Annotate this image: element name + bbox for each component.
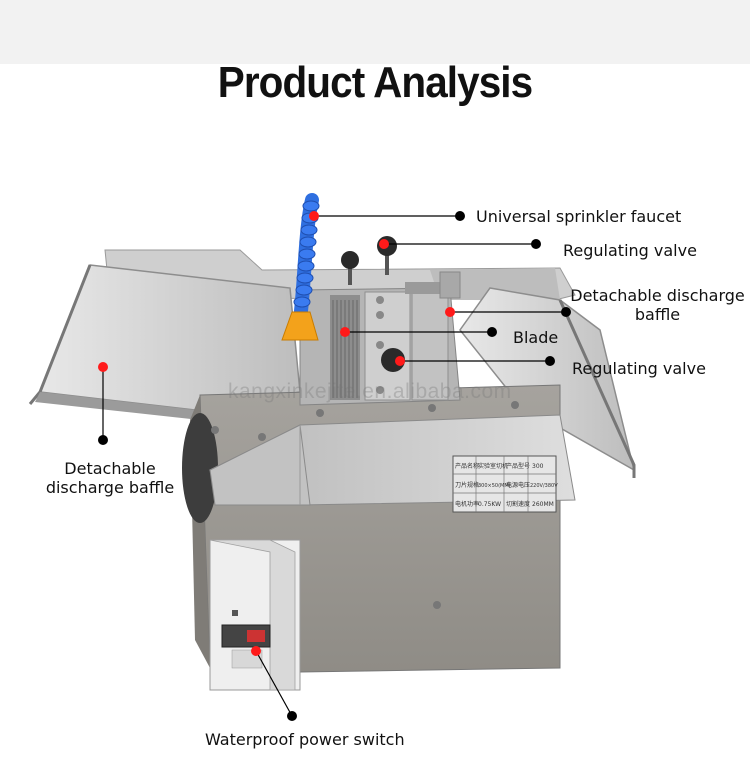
label-regulating-valve-top: Regulating valve (563, 241, 697, 260)
svg-text:电源电压: 电源电压 (506, 481, 530, 489)
top-left-knob (341, 251, 359, 285)
watermark: kangxinkejite.en.alibaba.com (228, 380, 512, 403)
svg-text:产品型号: 产品型号 (506, 462, 530, 470)
label-blade: Blade (513, 328, 559, 347)
svg-text:300×50(MM): 300×50(MM) (478, 483, 511, 489)
svg-text:实验室切机: 实验室切机 (478, 462, 508, 470)
waterproof-power-switch (209, 539, 301, 691)
svg-text:260MM: 260MM (532, 501, 554, 508)
motor (182, 413, 218, 523)
mid-regulating-valve (381, 348, 405, 372)
top-band (0, 0, 750, 64)
svg-text:0.75KW: 0.75KW (478, 501, 501, 508)
nameplate: 产品名称 实验室切机 产品型号 300 刀片规格 300×50(MM) 电源电压… (452, 455, 558, 513)
svg-text:刀片规格: 刀片规格 (455, 481, 479, 489)
label-discharge-baffle-left: Detachable discharge baffle (45, 459, 175, 497)
label-sprinkler-faucet: Universal sprinkler faucet (476, 207, 682, 226)
svg-text:电机功率: 电机功率 (455, 500, 479, 508)
label-discharge-baffle-right: Detachable discharge baffle (570, 286, 745, 324)
svg-text:切割速度: 切割速度 (506, 500, 530, 508)
label-regulating-valve-mid: Regulating valve (572, 359, 706, 378)
svg-text:220V/380V: 220V/380V (530, 483, 558, 489)
callout-markers (98, 211, 571, 721)
svg-text:产品名称: 产品名称 (455, 462, 479, 470)
svg-text:300: 300 (532, 463, 544, 470)
label-power-switch: Waterproof power switch (205, 730, 405, 749)
page-title: Product Analysis (217, 58, 533, 107)
